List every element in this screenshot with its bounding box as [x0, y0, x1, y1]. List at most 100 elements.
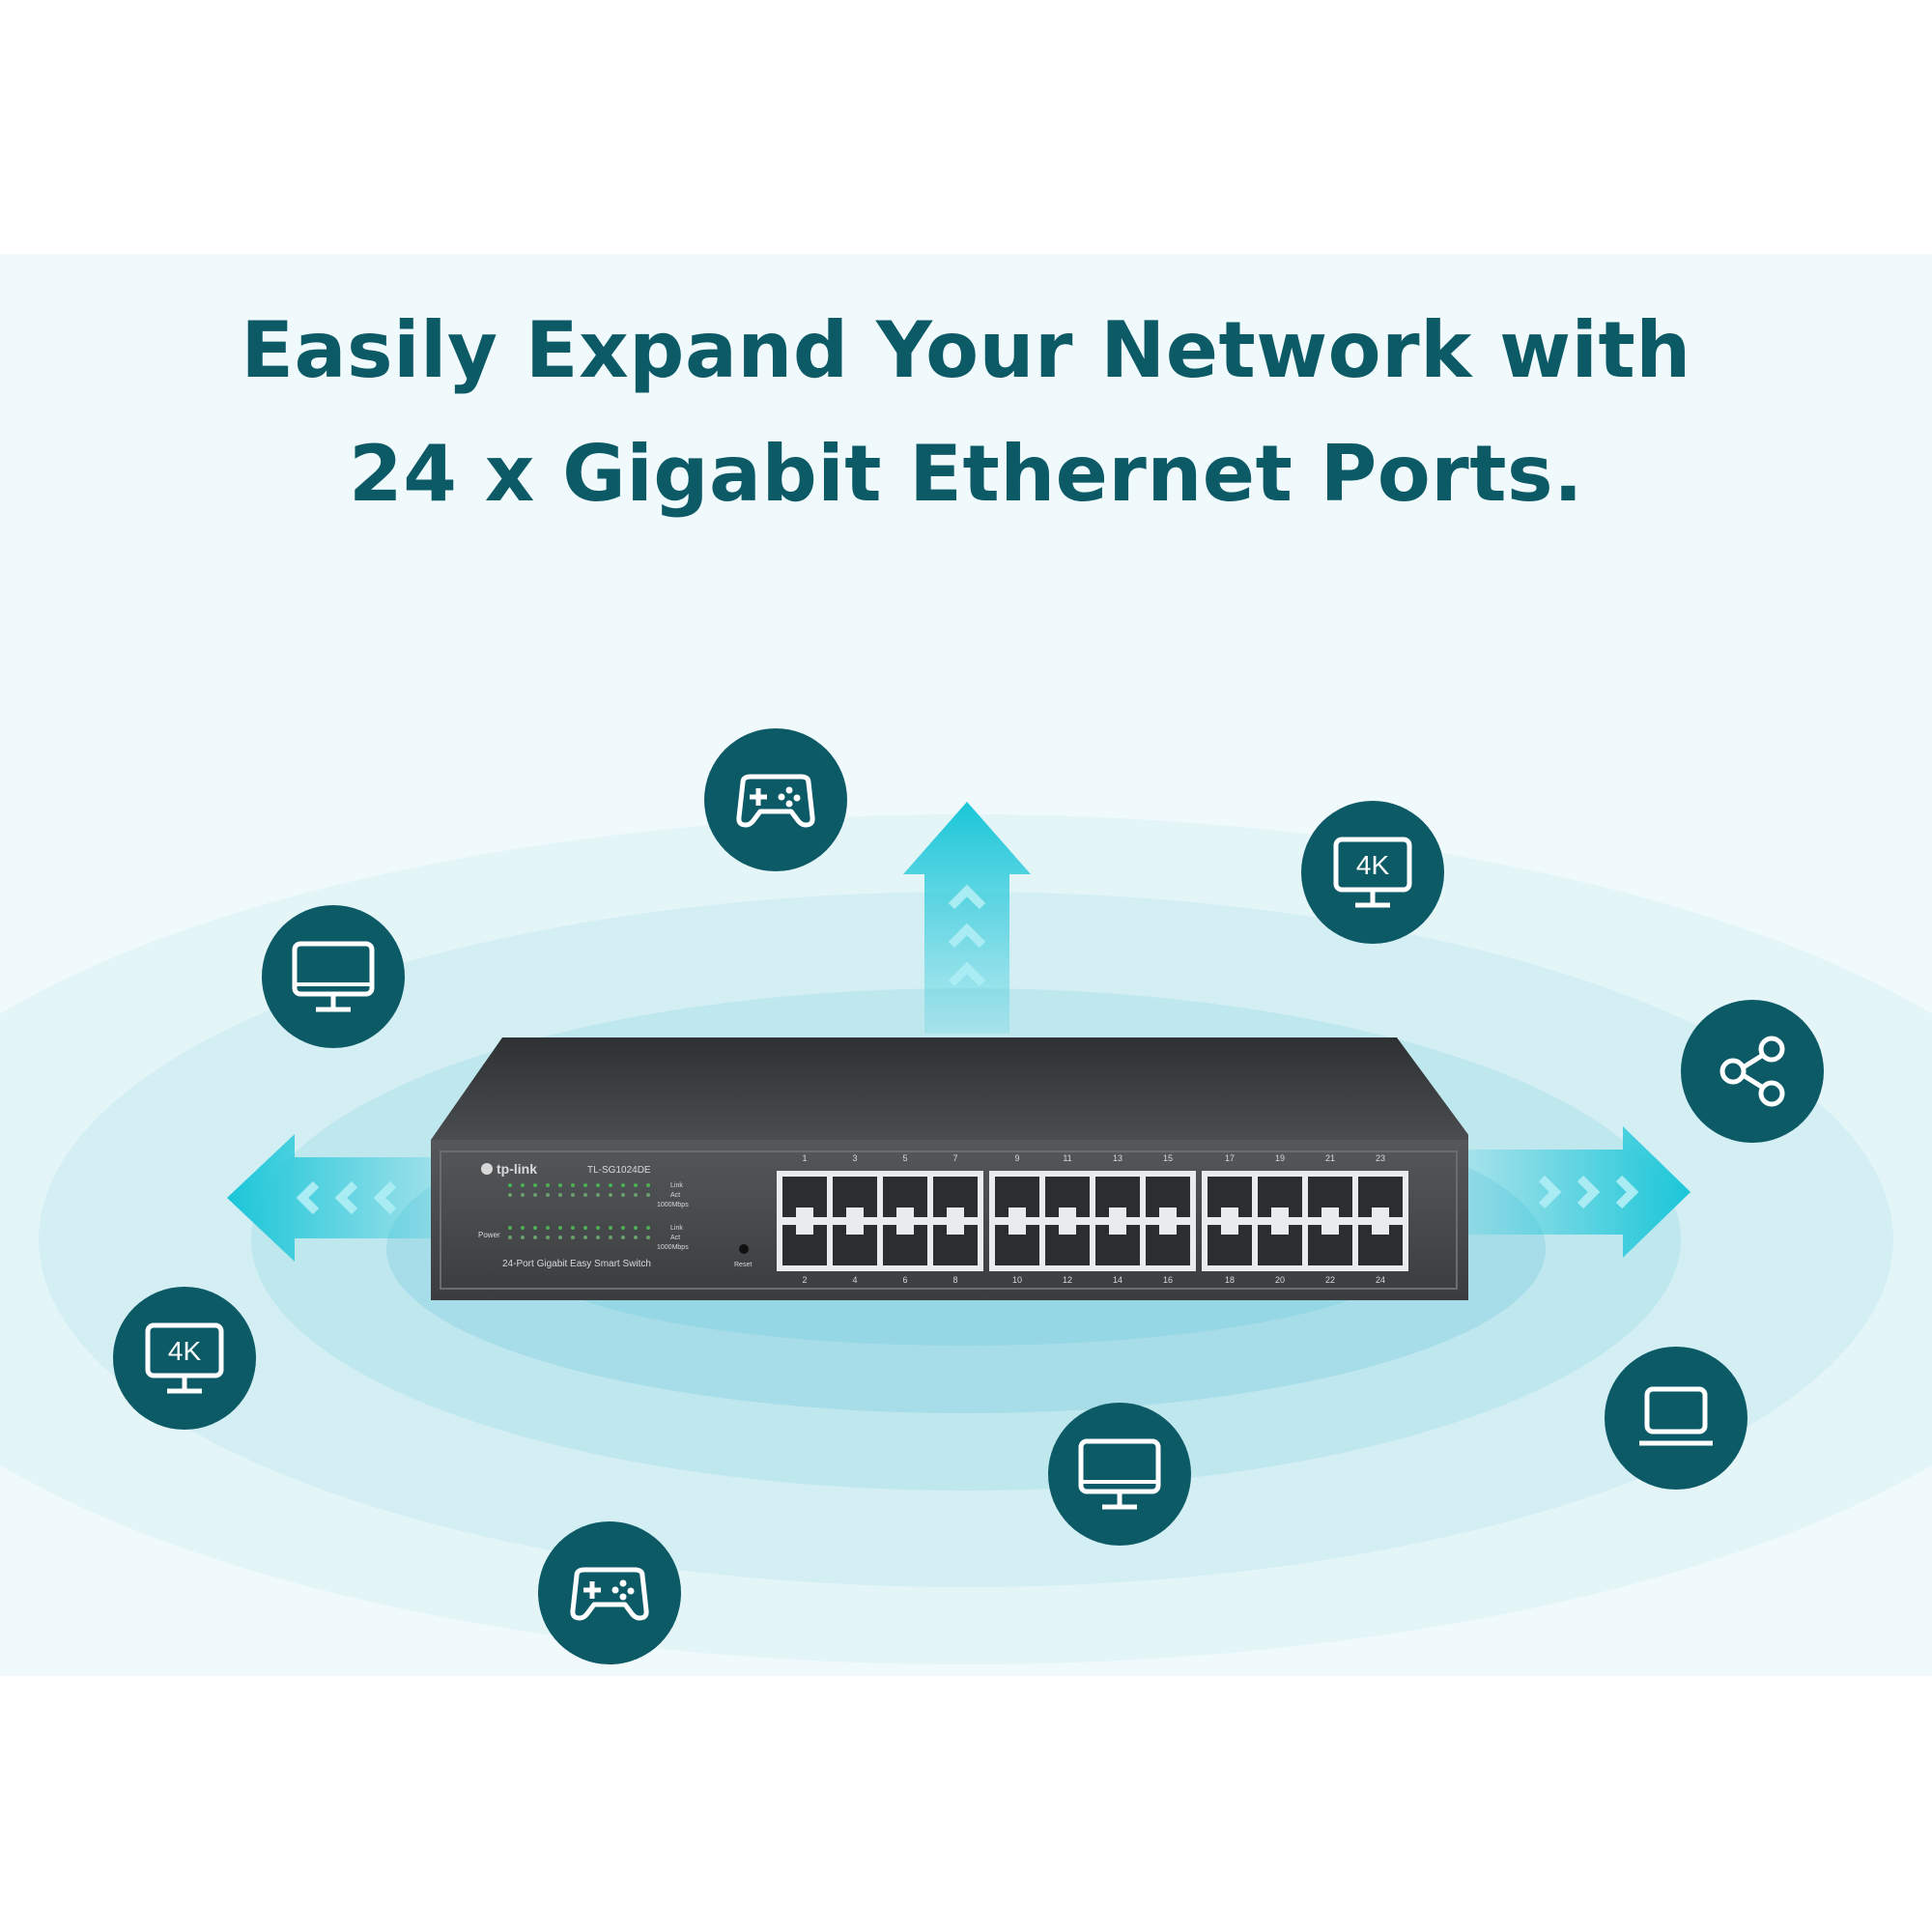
port-latch-notch — [1109, 1208, 1126, 1217]
led-indicator — [546, 1193, 550, 1197]
port-latch-notch — [1059, 1208, 1076, 1217]
gamepad-icon — [704, 728, 847, 871]
laptop-icon — [1605, 1347, 1747, 1490]
port-number-label: 2 — [802, 1275, 807, 1285]
port-latch-notch — [846, 1225, 864, 1235]
port-latch-notch — [1109, 1225, 1126, 1235]
led-indicator — [546, 1183, 550, 1187]
monitor-4k-icon: 4K — [1301, 801, 1444, 944]
led-indicator — [583, 1193, 587, 1197]
monitor-icon — [1048, 1403, 1191, 1546]
led-indicator — [558, 1193, 562, 1197]
led-speed-label: 1000Mbps — [657, 1244, 689, 1251]
led-indicator — [609, 1193, 612, 1197]
led-indicator — [646, 1183, 650, 1187]
port-number-label: 13 — [1113, 1153, 1122, 1163]
reset-button[interactable] — [739, 1244, 749, 1254]
led-indicator — [596, 1226, 600, 1230]
port-number-label: 20 — [1275, 1275, 1285, 1285]
arrow-right-icon — [1466, 1126, 1690, 1258]
description-label: 24-Port Gigabit Easy Smart Switch — [502, 1259, 651, 1269]
heading-line-1: Easily Expand Your Network with — [241, 304, 1691, 395]
led-indicator — [634, 1183, 638, 1187]
port-latch-notch — [1221, 1208, 1238, 1217]
led-indicator-row — [508, 1226, 650, 1239]
port-number-label: 14 — [1113, 1275, 1122, 1285]
port-latch-notch — [896, 1225, 914, 1235]
led-indicator — [533, 1226, 537, 1230]
port-latch-notch — [1009, 1225, 1026, 1235]
led-indicator — [571, 1193, 575, 1197]
led-indicator — [533, 1236, 537, 1239]
port-latch-notch — [1271, 1225, 1289, 1235]
led-act-label: Act — [670, 1235, 680, 1241]
led-indicator — [508, 1236, 512, 1239]
led-indicator — [558, 1236, 562, 1239]
port-latch-notch — [1271, 1208, 1289, 1217]
led-indicator — [634, 1236, 638, 1239]
led-indicator — [646, 1193, 650, 1197]
model-label: TL-SG1024DE — [587, 1165, 651, 1176]
port-latch-notch — [1159, 1208, 1177, 1217]
led-indicator — [558, 1226, 562, 1230]
led-indicator — [533, 1193, 537, 1197]
port-number-label: 4 — [852, 1275, 857, 1285]
port-number-label: 1 — [802, 1153, 807, 1163]
led-indicator — [596, 1183, 600, 1187]
led-indicator — [609, 1183, 612, 1187]
led-indicator — [521, 1236, 525, 1239]
port-number-label: 23 — [1376, 1153, 1385, 1163]
port-number-label: 21 — [1325, 1153, 1335, 1163]
led-link-label: Link — [670, 1225, 683, 1232]
monitor-4k-label: 4K — [168, 1336, 202, 1366]
port-latch-notch — [896, 1208, 914, 1217]
led-indicator — [571, 1236, 575, 1239]
port-latch-notch — [1321, 1208, 1339, 1217]
led-indicator — [571, 1183, 575, 1187]
led-indicator — [521, 1193, 525, 1197]
port-number-label: 18 — [1225, 1275, 1235, 1285]
led-indicator — [634, 1193, 638, 1197]
port-latch-notch — [846, 1208, 864, 1217]
switch-top-cover — [431, 1037, 1468, 1140]
port-number-label: 11 — [1063, 1153, 1071, 1163]
led-indicator — [583, 1183, 587, 1187]
led-indicator — [621, 1236, 625, 1239]
led-indicator — [558, 1183, 562, 1187]
port-latch-notch — [796, 1208, 813, 1217]
brand-label: tp-link — [497, 1161, 537, 1177]
led-indicator — [583, 1226, 587, 1230]
led-indicator — [646, 1236, 650, 1239]
led-indicator-row — [508, 1183, 650, 1197]
port-latch-notch — [1059, 1225, 1076, 1235]
led-indicator — [533, 1183, 537, 1187]
port-number-label: 8 — [952, 1275, 957, 1285]
led-indicator — [508, 1226, 512, 1230]
port-latch-notch — [947, 1208, 964, 1217]
led-indicator — [521, 1183, 525, 1187]
port-latch-notch — [1372, 1225, 1389, 1235]
led-link-label: Link — [670, 1182, 683, 1189]
port-latch-notch — [1009, 1208, 1026, 1217]
power-label: Power — [478, 1231, 500, 1239]
led-indicator — [609, 1226, 612, 1230]
led-speed-label: 1000Mbps — [657, 1202, 689, 1208]
led-indicator — [546, 1236, 550, 1239]
port-number-label: 7 — [952, 1153, 957, 1163]
led-indicator — [521, 1226, 525, 1230]
led-indicator — [571, 1226, 575, 1230]
port-number-label: 22 — [1325, 1275, 1335, 1285]
port-latch-notch — [1321, 1225, 1339, 1235]
page-heading: Easily Expand Your Network with 24 x Gig… — [0, 289, 1932, 536]
led-indicator — [508, 1183, 512, 1187]
monitor-4k-icon: 4K — [113, 1287, 256, 1430]
arrow-up-icon — [903, 802, 1031, 1034]
port-number-label: 24 — [1376, 1275, 1385, 1285]
port-latch-notch — [796, 1225, 813, 1235]
port-number-label: 3 — [852, 1153, 857, 1163]
reset-label: Reset — [734, 1262, 752, 1268]
port-number-label: 6 — [902, 1275, 907, 1285]
port-number-label: 9 — [1014, 1153, 1019, 1163]
heading-line-2: 24 x Gigabit Ethernet Ports. — [349, 428, 1583, 519]
